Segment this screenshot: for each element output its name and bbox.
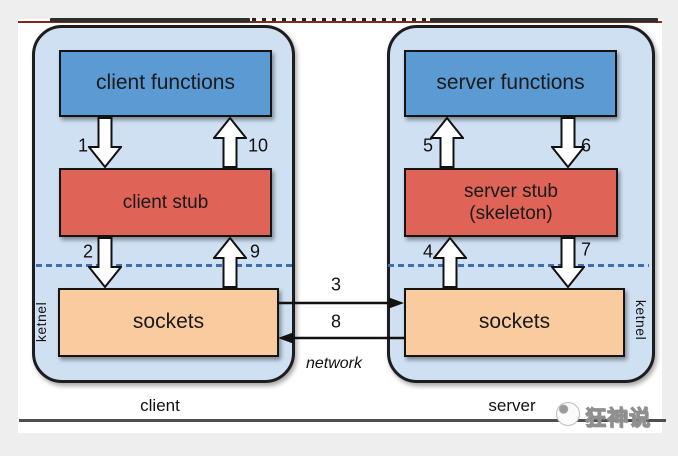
- step-2-down-arrow-icon: [88, 237, 122, 288]
- cropped-content-line: [18, 21, 662, 23]
- step-5-up-arrow-icon: [430, 117, 464, 168]
- client-kernel-label: ketnel: [33, 301, 49, 343]
- step-3-right-arrow-icon: [277, 297, 404, 309]
- server-functions-box: server functions: [404, 50, 617, 117]
- step-7-label: 7: [580, 239, 592, 260]
- client-functions-label: client functions: [96, 71, 235, 95]
- cropped-content-segment-right: [430, 18, 658, 22]
- server-sockets-label: sockets: [478, 310, 551, 334]
- step-8-label: 8: [330, 311, 342, 332]
- client-stub-label: client stub: [122, 191, 209, 213]
- server-stub-label-line1: server stub: [464, 180, 558, 202]
- step-1-label: 1: [77, 135, 89, 156]
- step-9-label: 9: [249, 241, 261, 262]
- network-label: network: [305, 355, 363, 372]
- step-10-label: 10: [247, 135, 269, 156]
- server-kernel-label: ketnel: [633, 299, 649, 341]
- server-sockets-box: sockets: [404, 288, 625, 357]
- step-2-label: 2: [82, 241, 94, 262]
- client-sockets-box: sockets: [58, 288, 279, 357]
- cropped-content-segment-left: [50, 18, 250, 22]
- step-6-label: 6: [580, 135, 592, 156]
- client-sockets-label: sockets: [132, 310, 205, 334]
- step-9-up-arrow-icon: [213, 237, 247, 288]
- cropped-content-dots: [252, 18, 428, 21]
- step-6-down-arrow-icon: [551, 117, 585, 168]
- server-caption: server: [488, 396, 536, 415]
- step-7-down-arrow-icon: [551, 237, 585, 288]
- server-stub-box: server stub (skeleton): [404, 168, 618, 237]
- client-caption: client: [140, 396, 180, 415]
- step-8-left-arrow-icon: [278, 332, 405, 344]
- client-functions-box: client functions: [59, 50, 272, 117]
- bottom-divider-line: [19, 419, 666, 422]
- server-functions-label: server functions: [436, 71, 585, 95]
- client-kernel-boundary-line: [36, 264, 294, 267]
- watermark-logo-icon: [556, 402, 580, 426]
- step-3-label: 3: [330, 274, 342, 295]
- step-4-label: 4: [422, 241, 434, 262]
- client-stub-box: client stub: [59, 168, 272, 237]
- watermark-brand-text: 狂神说: [585, 407, 651, 431]
- server-kernel-boundary-line: [388, 264, 649, 267]
- step-10-up-arrow-icon: [213, 117, 247, 168]
- step-4-up-arrow-icon: [433, 237, 467, 288]
- step-1-down-arrow-icon: [88, 117, 122, 168]
- server-stub-label-line2: (skeleton): [469, 202, 553, 224]
- step-5-label: 5: [422, 135, 434, 156]
